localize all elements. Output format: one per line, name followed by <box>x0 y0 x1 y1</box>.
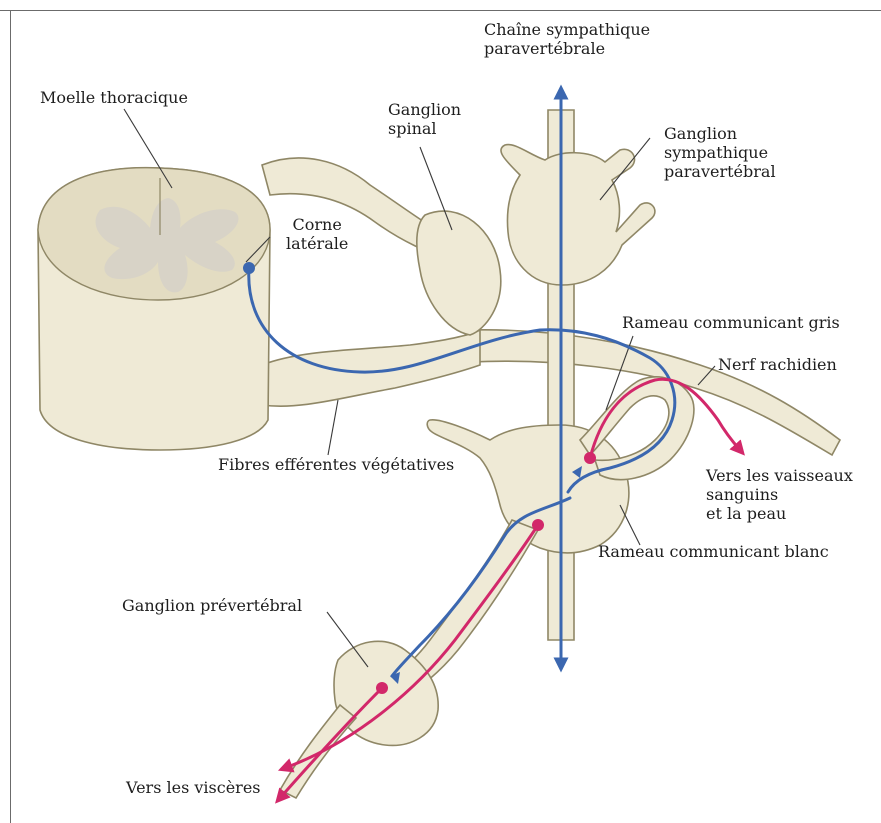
label-ganglion-prevertebral: Ganglion prévertébral <box>122 596 302 615</box>
leader-rameau-blanc <box>620 505 640 545</box>
label-nerf-rachidien: Nerf rachidien <box>718 355 837 374</box>
ventral-root <box>262 330 480 406</box>
postganglionic-cell-lower <box>532 519 544 531</box>
leader-fibres <box>328 400 338 455</box>
label-chaine-sympathique: Chaîne sympathique paravertébrale <box>484 20 650 58</box>
postganglionic-cell-paravertebral <box>584 452 596 464</box>
label-rameau-gris: Rameau communicant gris <box>622 313 840 332</box>
postganglionic-fiber-viscera-2 <box>280 688 382 798</box>
rami-communicantes <box>580 377 694 480</box>
spinal-ganglion <box>417 211 501 335</box>
lateral-horn-cell <box>243 262 255 274</box>
label-ganglion-spinal: Ganglion spinal <box>388 100 461 138</box>
postganglionic-cell-prevertebral <box>376 682 388 694</box>
paravertebral-ganglion-upper <box>501 145 655 285</box>
label-vers-vaisseaux: Vers les vaisseaux sanguins et la peau <box>706 466 853 523</box>
label-corne-laterale: Corne latérale <box>286 215 348 253</box>
label-ganglion-sympathique: Ganglion sympathique paravertébral <box>664 124 776 181</box>
label-moelle-thoracique: Moelle thoracique <box>40 88 188 107</box>
label-vers-visceres: Vers les viscères <box>126 778 261 797</box>
label-rameau-blanc: Rameau communicant blanc <box>598 542 829 561</box>
label-fibres-efferentes: Fibres efférentes végétatives <box>218 455 454 474</box>
